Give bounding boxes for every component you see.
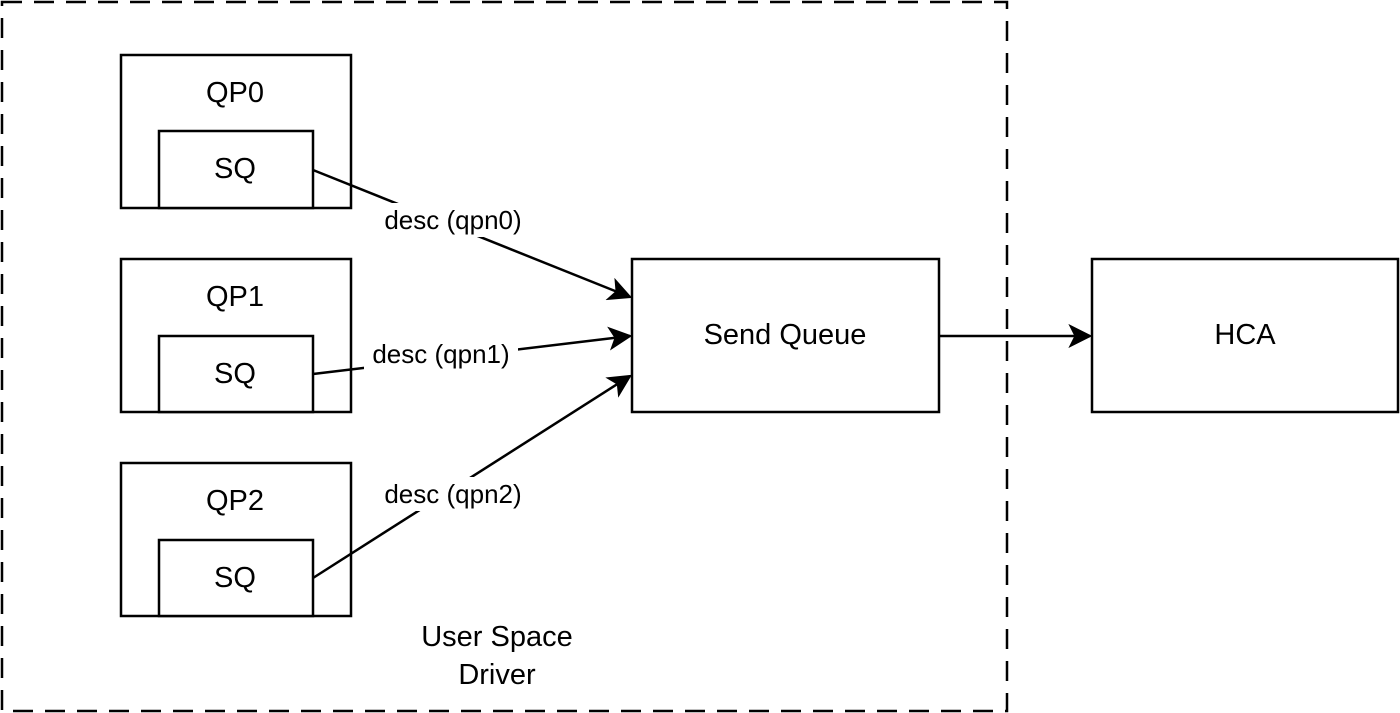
qp0-label: QP0 xyxy=(206,77,264,109)
edge-qp2-to-send-queue: desc (qpn2) xyxy=(312,374,633,580)
container-label-line2: Driver xyxy=(458,659,536,691)
edge-qp1-to-send-queue: desc (qpn1) xyxy=(312,326,633,376)
edge-label-qpn1: desc (qpn1) xyxy=(372,339,509,369)
qp2-label: QP2 xyxy=(206,485,264,517)
qp1-sq-box[interactable]: SQ xyxy=(157,334,315,414)
container-label-line1: User Space xyxy=(421,621,573,653)
send-queue-box[interactable]: Send Queue xyxy=(630,257,941,414)
qp0-box[interactable]: QP0 SQ xyxy=(119,53,353,210)
user-space-driver-container: User Space Driver xyxy=(0,0,1009,713)
qp1-label: QP1 xyxy=(206,281,264,313)
qp0-sq-box[interactable]: SQ xyxy=(157,129,315,210)
hca-label: HCA xyxy=(1214,319,1276,351)
qp1-box[interactable]: QP1 SQ xyxy=(119,257,353,414)
qp2-sq-box[interactable]: SQ xyxy=(157,538,315,618)
qp0-sq-label: SQ xyxy=(214,153,256,185)
send-queue-label: Send Queue xyxy=(704,319,867,351)
hca-box[interactable]: HCA xyxy=(1090,257,1400,414)
edge-qp0-to-send-queue: desc (qpn0) xyxy=(312,168,633,301)
qp1-sq-label: SQ xyxy=(214,358,256,390)
qp2-box[interactable]: QP2 SQ xyxy=(119,461,353,618)
edge-label-qpn0: desc (qpn0) xyxy=(384,205,521,235)
qp2-sq-label: SQ xyxy=(214,562,256,594)
edge-label-qpn2: desc (qpn2) xyxy=(384,479,521,509)
